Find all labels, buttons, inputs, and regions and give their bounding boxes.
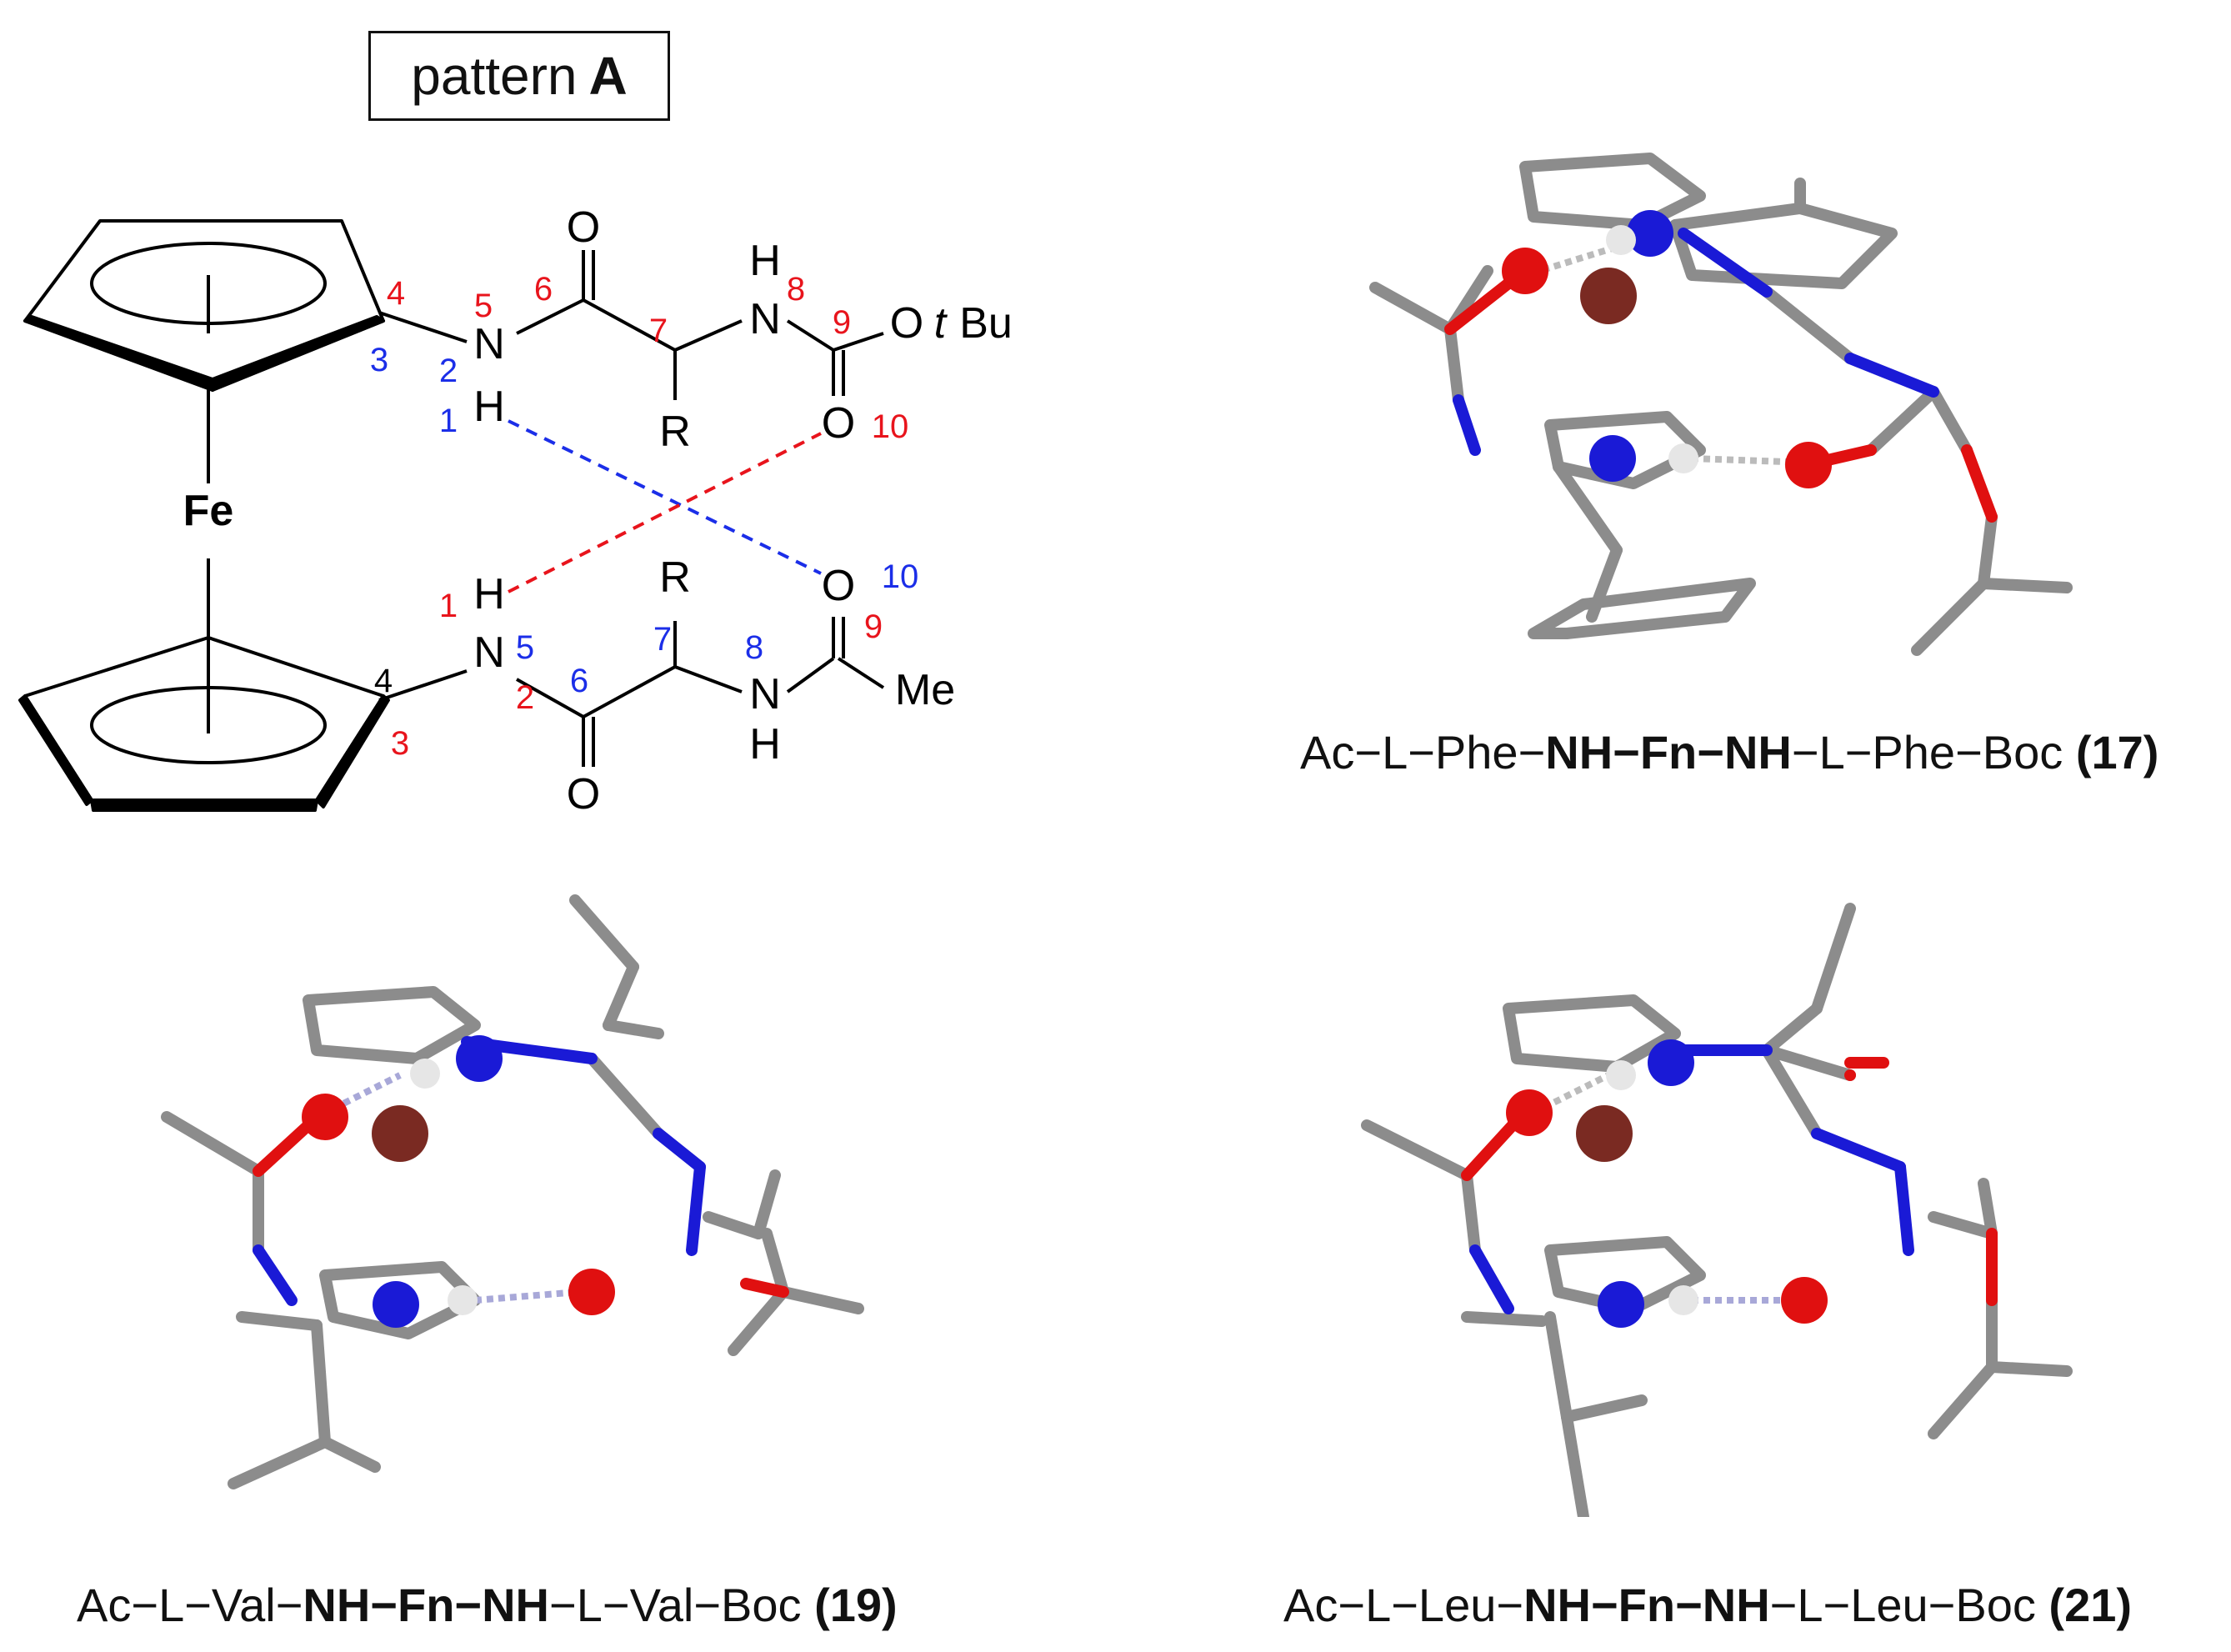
top-h8-label: H bbox=[749, 237, 781, 285]
top-num-9: 9 bbox=[833, 304, 851, 341]
top-o10-label: O bbox=[822, 399, 855, 448]
bot-num-2: 2 bbox=[516, 679, 534, 716]
bot-h1-label: H bbox=[473, 570, 505, 618]
bottom-cp-ring bbox=[23, 636, 385, 802]
top-r-label: R bbox=[659, 408, 691, 456]
structure-17-model bbox=[1369, 153, 2073, 656]
fe-label: Fe bbox=[183, 487, 234, 535]
top-cp-ring bbox=[23, 219, 385, 389]
bot-num-5: 5 bbox=[516, 629, 534, 666]
structure-19-model bbox=[161, 894, 864, 1489]
top-num-10: 10 bbox=[872, 408, 909, 445]
bot-num-1: 1 bbox=[439, 588, 458, 624]
bot-o10-label: O bbox=[822, 562, 855, 610]
pattern-label-letter: A bbox=[588, 46, 628, 106]
top-num-8: 8 bbox=[787, 271, 805, 308]
bot-num-10: 10 bbox=[882, 558, 919, 595]
top-num-6: 6 bbox=[534, 271, 553, 308]
top-o6-label: O bbox=[567, 203, 600, 252]
bot-num-4: 4 bbox=[374, 663, 393, 699]
caption-19: Ac−L−Val−NH−Fn−NH−L−Val−Boc (19) bbox=[77, 1579, 898, 1631]
top-h1-label: H bbox=[473, 383, 505, 431]
bot-num-8: 8 bbox=[745, 629, 763, 666]
pattern-label-prefix: pattern bbox=[411, 46, 578, 106]
top-num-7: 7 bbox=[649, 313, 668, 349]
top-n8-label: N bbox=[749, 295, 781, 343]
bot-me-label: Me bbox=[895, 666, 955, 714]
top-num-4: 4 bbox=[387, 275, 405, 312]
bot-num-9: 9 bbox=[864, 608, 883, 645]
caption-21: Ac−L−Leu−NH−Fn−NH−L−Leu−Boc (21) bbox=[1283, 1579, 2133, 1631]
bot-n8-label: N bbox=[749, 670, 781, 718]
top-num-2: 2 bbox=[439, 353, 458, 389]
top-otbu-o: O bbox=[890, 299, 923, 348]
hbond-blue-dashed bbox=[508, 419, 822, 575]
bot-num-7: 7 bbox=[653, 621, 672, 658]
bot-h8-label: H bbox=[749, 720, 781, 768]
structure-21-model bbox=[1361, 903, 2073, 1517]
top-n5-label: N bbox=[473, 320, 505, 368]
bot-r-label: R bbox=[659, 553, 691, 602]
top-num-1: 1 bbox=[439, 403, 458, 439]
ferrocene-peptide-scheme: Fe N H O H N R O O t Bu H N O R N H O Me… bbox=[18, 203, 1013, 818]
bot-n5-label: N bbox=[473, 628, 505, 677]
top-otbu-t: t bbox=[934, 299, 948, 348]
caption-17: Ac−L−Phe−NH−Fn−NH−L−Phe−Boc (17) bbox=[1300, 726, 2159, 778]
bot-num-3: 3 bbox=[391, 725, 409, 762]
top-num-3: 3 bbox=[370, 342, 388, 378]
top-otbu-bu: Bu bbox=[959, 299, 1013, 348]
top-num-5: 5 bbox=[474, 288, 493, 324]
bot-o6-label: O bbox=[567, 770, 600, 818]
bot-num-6: 6 bbox=[570, 663, 588, 699]
